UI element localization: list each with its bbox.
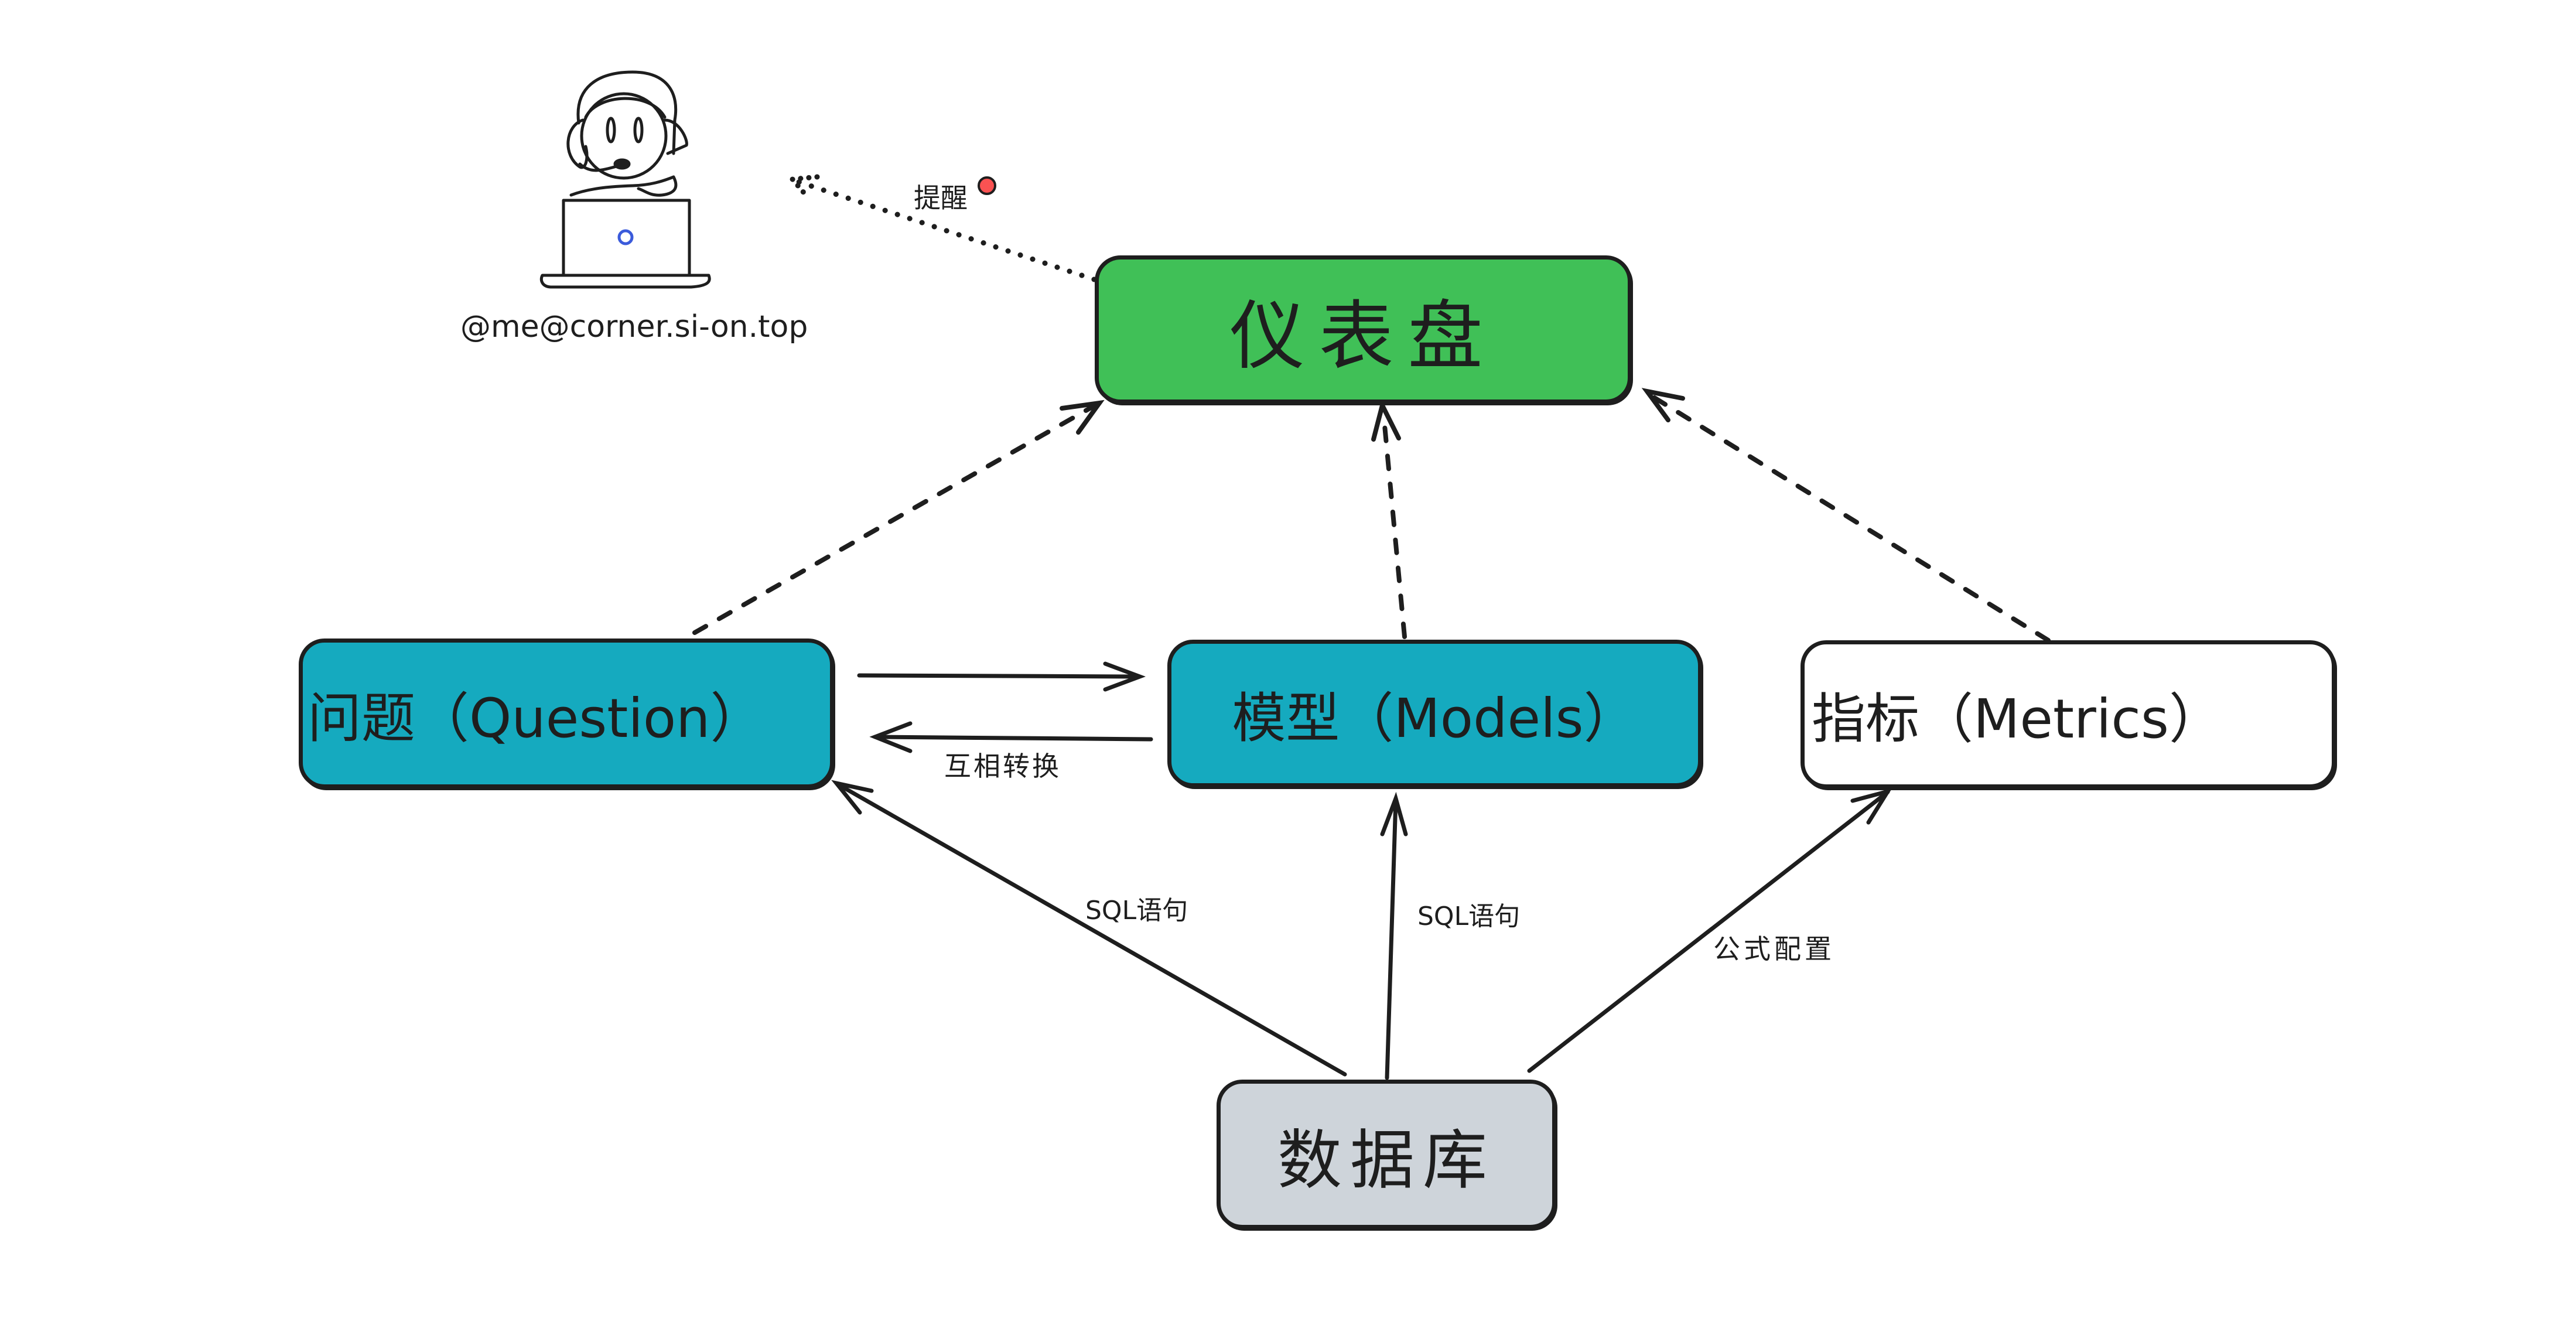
hair-outline: [576, 70, 678, 155]
edge-metrics-to-dashboard: [1641, 388, 2051, 643]
edge-database-to-question: [831, 780, 1347, 1077]
edge-label-remind: 提醒: [914, 182, 968, 214]
right-eye: [633, 117, 644, 144]
edge-label-sql-models: SQL语句: [1417, 902, 1521, 931]
edge-label-sql-question: SQL语句: [1085, 896, 1188, 926]
edge-dashboard-to-user: [787, 174, 1097, 282]
node-models-label: 模型（Models）: [1232, 687, 1638, 750]
laptop-base: [539, 274, 711, 289]
node-metrics-label: 指标（Metrics）: [1812, 688, 2223, 750]
node-dashboard[interactable]: 仪表盘: [1095, 255, 1632, 404]
edge-database-to-models: [1380, 791, 1408, 1080]
user-avatar-icon: [539, 70, 711, 289]
node-dashboard-label: 仪表盘: [1229, 293, 1497, 380]
headset-band: [584, 97, 667, 119]
node-database-label: 数据库: [1277, 1122, 1495, 1198]
edge-models-to-dashboard: [1371, 398, 1407, 639]
edge-label-convert: 互相转换: [944, 750, 1061, 782]
user-handle: @me@corner.si-on.top: [460, 309, 808, 344]
edge-label-formula-config: 公式配置: [1713, 933, 1835, 965]
node-question-label: 问题（Question）: [308, 687, 764, 750]
edge-database-to-metrics: [1527, 788, 1892, 1073]
edge-question-to-models: [857, 661, 1146, 692]
laptop-screen: [562, 199, 691, 277]
headset-left-ear: [566, 118, 589, 169]
edge-models-to-question: [869, 721, 1153, 753]
headset-right-ear: [663, 118, 688, 155]
mic-tip: [613, 158, 631, 170]
node-metrics[interactable]: 指标（Metrics）: [1801, 640, 2336, 788]
node-question[interactable]: 问题（Question）: [299, 639, 834, 788]
node-database[interactable]: 数据库: [1217, 1080, 1556, 1229]
arms: [569, 175, 678, 197]
node-models[interactable]: 模型（Models）: [1167, 640, 1702, 787]
edge-question-to-dashboard: [692, 400, 1105, 635]
head-outline: [580, 92, 668, 180]
alert-dot-icon: [978, 176, 996, 195]
left-eye: [606, 117, 616, 144]
laptop-logo-icon: [617, 229, 634, 245]
